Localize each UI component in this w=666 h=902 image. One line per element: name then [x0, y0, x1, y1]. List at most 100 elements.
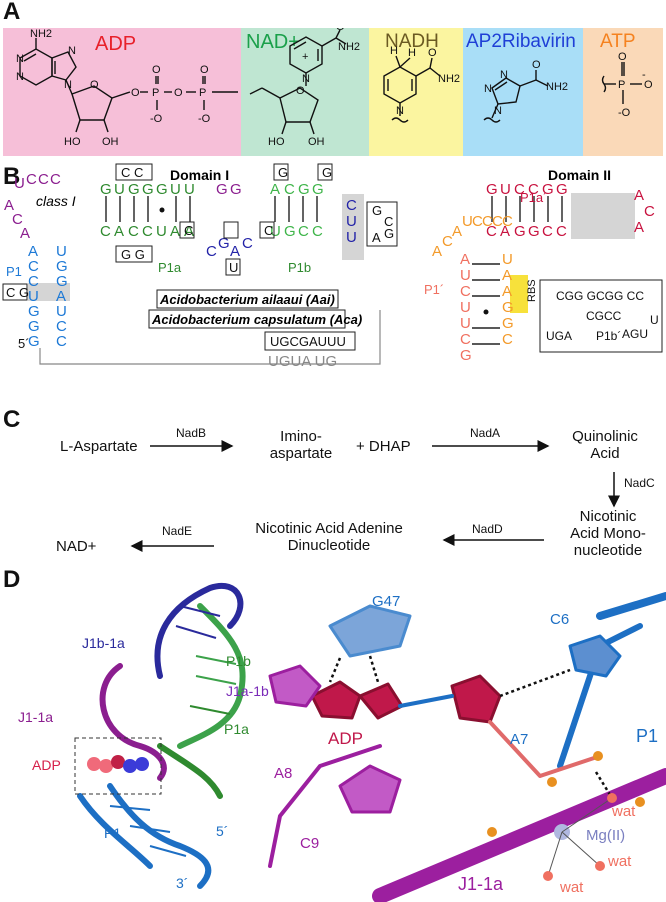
adp-ring-o: O: [90, 79, 99, 91]
species-aca: Acidobacterium capsulatum (Aca): [151, 312, 362, 327]
lbl-j1-1a: J1-1a: [18, 709, 53, 725]
rna-cartoon: [77, 583, 246, 889]
nucleotide: C: [556, 223, 567, 240]
lbl-j1b-1a: J1b-1a: [82, 635, 125, 651]
label-5prime: 5´: [18, 336, 30, 351]
nucleotide: U: [28, 288, 39, 305]
nucleotide: C: [298, 223, 309, 240]
label-p1a-prime: P1a´: [520, 190, 547, 205]
d2-p1a-tip: ACA: [634, 187, 655, 236]
nucleotide: G: [28, 318, 40, 335]
nucleotide: G: [502, 299, 514, 316]
adp-ho: HO: [64, 136, 81, 148]
base-rungs: [109, 605, 237, 857]
adp-n1: N: [16, 53, 24, 65]
nad-oh: OH: [308, 136, 325, 148]
nucleotide: C: [26, 171, 37, 188]
var-u: U: [229, 260, 238, 275]
var-c1: C: [184, 223, 193, 238]
nucleotide: C: [528, 181, 539, 198]
nucleotide: G: [298, 181, 310, 198]
nadd: NadD: [472, 522, 503, 536]
var-top-p1a: C C: [121, 165, 143, 180]
seq-grey: UGUA UG: [268, 353, 337, 370]
var-gca-2: G: [384, 226, 394, 241]
atp-mo2: -: [642, 69, 646, 81]
adp-mo1: -O: [150, 113, 163, 125]
alt-lbl: P1b´: [596, 329, 621, 343]
panel-letter-c: C: [3, 406, 21, 433]
domain-1-title: Domain I: [170, 167, 229, 183]
nad-nplus: N: [302, 73, 310, 85]
lbl-adp-left: ADP: [32, 757, 61, 773]
nucleotide: C: [28, 258, 39, 275]
atp-p: P: [618, 79, 625, 91]
atp-o1: O: [618, 51, 627, 63]
nucleotide: G: [56, 273, 68, 290]
alt-u: U: [650, 313, 659, 327]
adp-n9: N: [64, 79, 72, 91]
atp-label: ATP: [600, 31, 636, 52]
nucleotide: C: [346, 197, 357, 214]
nucleotide: G: [128, 181, 140, 198]
nade: NadE: [162, 524, 193, 538]
nucleotide: A: [270, 181, 280, 198]
nucleotide: G: [502, 315, 514, 332]
loop-left: ACA: [4, 197, 30, 242]
nadh-h2: H: [408, 47, 416, 59]
nucleotide: U: [502, 251, 513, 268]
nucleotide: C: [206, 243, 217, 260]
var-c2: C: [264, 223, 273, 238]
nucleotide: A: [20, 225, 30, 242]
aspartate: L-Aspartate: [60, 438, 138, 455]
lbl-p1b: P1b: [226, 653, 251, 669]
nucleotide: A: [28, 243, 38, 260]
adp-p1: P: [152, 87, 159, 99]
panel-letter-b: B: [3, 163, 21, 190]
nucleotide: A: [460, 251, 470, 268]
lbl-c6: C6: [550, 611, 569, 628]
nucleotide: G: [28, 303, 40, 320]
adp-po2: O: [200, 64, 209, 76]
dhap: + DHAP: [356, 438, 411, 455]
ribavirin-label: AP2Ribavirin: [466, 31, 576, 52]
nucleotide: U: [170, 181, 181, 198]
adp-po1: O: [152, 64, 161, 76]
nad-ring-o: O: [296, 85, 305, 97]
nucleotide: A: [634, 219, 644, 236]
nucleotide: C: [482, 213, 493, 230]
seq-box: UGCGAUUU: [270, 334, 346, 349]
nucleotide: U: [156, 223, 167, 240]
panel-letter-a: A: [3, 0, 21, 25]
nucleotide: U: [462, 213, 473, 230]
panel-d: J1b-1a P1b J1a-1b J1-1a P1a ADP P1 5´ 3´: [18, 583, 666, 902]
atp-o2: O: [644, 79, 653, 91]
bp-lines: [105, 196, 563, 222]
nucleotide: C: [502, 213, 513, 230]
species-aai: Acidobacterium ailaaui (Aai): [159, 292, 335, 307]
nucleotide: C: [514, 181, 525, 198]
iminoaspartate: Imino- aspartate: [269, 428, 333, 462]
nad-plus: +: [302, 51, 308, 63]
nucleotide: A: [184, 223, 194, 240]
nucleotide: U: [500, 181, 511, 198]
adp-oh: OH: [102, 136, 119, 148]
hbonds: [328, 655, 614, 799]
nucleotide: C: [142, 223, 153, 240]
label-p1a: P1a: [158, 260, 182, 275]
panel-letter-d: D: [3, 566, 21, 593]
nucleotide: U: [346, 213, 357, 230]
lbl-3-left: 3´: [176, 875, 188, 891]
ribavirin-box: [463, 28, 583, 156]
adp-o2: O: [174, 87, 183, 99]
nucleotide: C: [242, 235, 253, 252]
nucleotide: C: [50, 171, 61, 188]
nucleotide: U: [460, 267, 471, 284]
adp-n7: N: [68, 45, 76, 57]
